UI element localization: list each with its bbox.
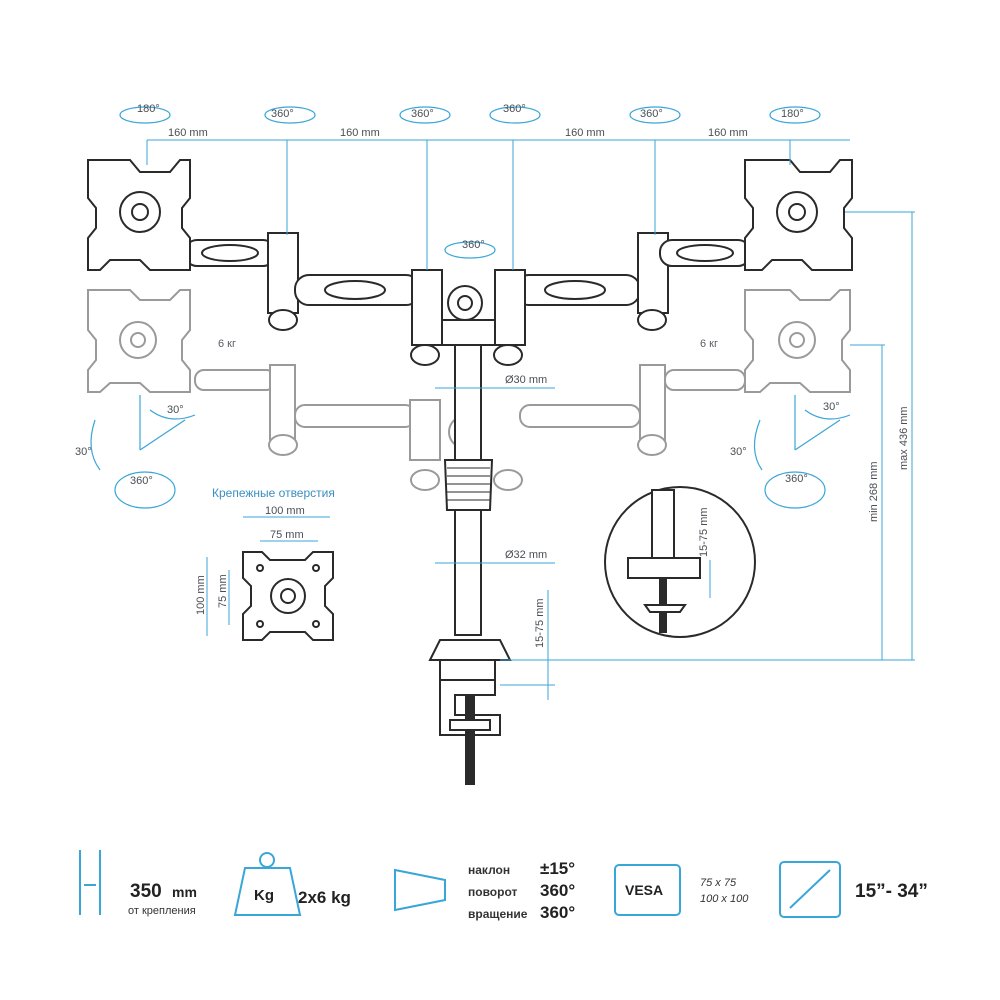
swivel-label: поворот bbox=[468, 885, 517, 899]
center-rotation-label: 360° bbox=[462, 239, 485, 251]
load-left-label: 6 кг bbox=[218, 338, 236, 350]
desk-thickness-label: 15-75 mm bbox=[534, 598, 546, 648]
spacing-4-label: 160 mm bbox=[708, 127, 748, 139]
rotation-6-label: 180° bbox=[781, 108, 804, 120]
spacing-2-label: 160 mm bbox=[340, 127, 380, 139]
rotation-4-label: 360° bbox=[503, 103, 526, 115]
spacing-3-label: 160 mm bbox=[565, 127, 605, 139]
reach-value: 350 bbox=[130, 881, 162, 902]
spacing-1-label: 160 mm bbox=[168, 127, 208, 139]
screen-size-icon bbox=[779, 861, 841, 918]
reach-icon bbox=[79, 850, 101, 915]
reach-note: от крепления bbox=[128, 905, 196, 917]
screen-size-value: 15”- 34” bbox=[855, 881, 928, 902]
weight-value: 2x6 kg bbox=[298, 888, 351, 907]
tilt-swivel-icon bbox=[394, 868, 446, 912]
tilt-left-b: 30° bbox=[75, 446, 92, 458]
pole-upper-diameter: Ø30 mm bbox=[505, 374, 547, 386]
height-min-label: min 268 mm bbox=[868, 461, 880, 522]
tilt-label: наклон bbox=[468, 863, 510, 877]
tilt-right-a: 30° bbox=[823, 401, 840, 413]
rotation-2-label: 360° bbox=[271, 108, 294, 120]
vesa-icon bbox=[614, 864, 681, 916]
spec-strip: 350 mm от крепления Kg 2x6 kg наклон ±15… bbox=[79, 850, 928, 922]
tilt-left-a: 30° bbox=[167, 404, 184, 416]
tilt-value: ±15° bbox=[540, 859, 575, 878]
vesa-caption: Крепежные отверстия bbox=[212, 486, 335, 500]
vesa-outer-height: 100 mm bbox=[195, 575, 207, 615]
reach-unit: mm bbox=[172, 884, 197, 900]
swivel-value: 360° bbox=[540, 881, 575, 900]
rotation-3-label: 360° bbox=[411, 108, 434, 120]
inset-thickness-label: 15-75 mm bbox=[698, 507, 710, 557]
vesa-inner-width: 75 mm bbox=[270, 529, 304, 541]
upper-arms bbox=[87, 159, 853, 366]
vesa-outer-width: 100 mm bbox=[265, 505, 305, 517]
dimension-lines bbox=[146, 139, 915, 700]
clamp-inset: 15-75 mm bbox=[604, 486, 756, 638]
height-max-label: max 436 mm bbox=[898, 406, 910, 470]
vesa-detail: Крепежные отверстия 100 mm 75 mm 100 mm … bbox=[195, 486, 335, 641]
pole-assembly bbox=[428, 319, 512, 785]
vesa-size-1: 75 x 75 bbox=[700, 877, 737, 889]
pole-lower-diameter: Ø32 mm bbox=[505, 549, 547, 561]
lower-position-ghost: 6 кг 6 кг bbox=[87, 289, 851, 491]
rotation-arrows bbox=[90, 106, 851, 509]
rotation-5-label: 360° bbox=[640, 108, 663, 120]
tilt-right-c: 360° bbox=[785, 473, 808, 485]
tilt-left-c: 360° bbox=[130, 475, 153, 487]
vesa-icon-text: VESA bbox=[625, 882, 663, 898]
load-right-label: 6 кг bbox=[700, 338, 718, 350]
weight-icon-text: Kg bbox=[254, 887, 274, 904]
weight-icon bbox=[233, 867, 302, 916]
vesa-size-2: 100 x 100 bbox=[700, 893, 749, 905]
vesa-inner-height: 75 mm bbox=[217, 574, 229, 608]
rotate-label: вращение bbox=[468, 907, 528, 921]
tilt-right-b: 30° bbox=[730, 446, 747, 458]
rotate-value: 360° bbox=[540, 903, 575, 922]
rotation-1-label: 180° bbox=[137, 103, 160, 115]
